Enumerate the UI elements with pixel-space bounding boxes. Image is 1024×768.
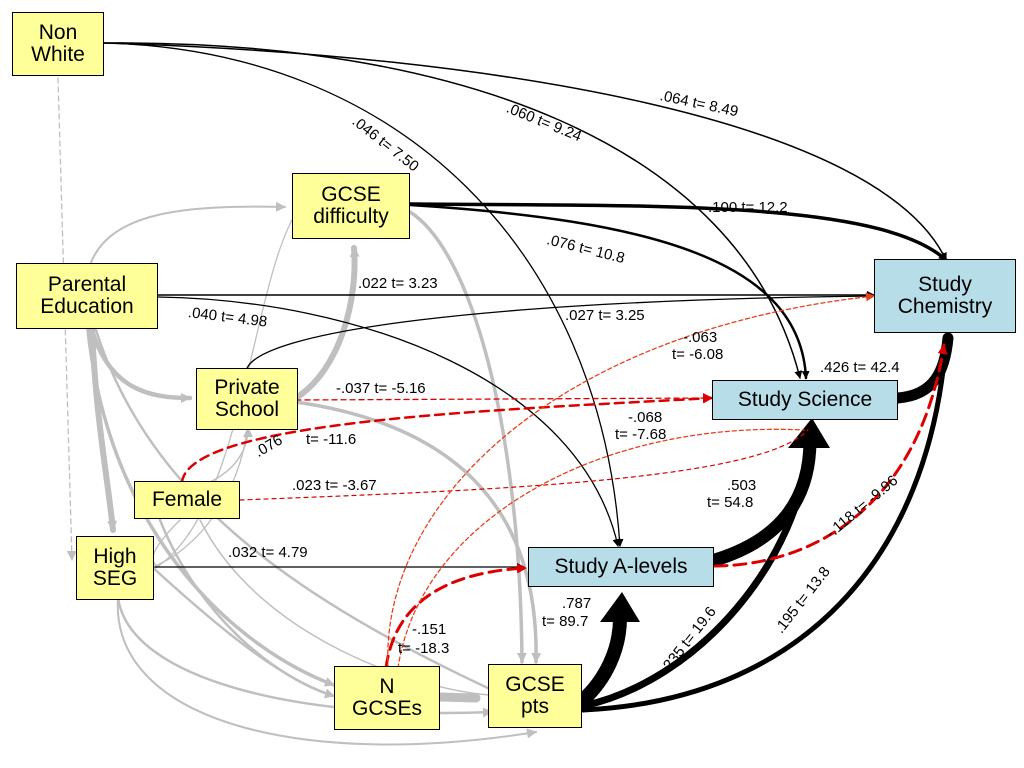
edge-nonwhite-alevels	[103, 42, 624, 547]
edge-ngcses-gcsepts	[435, 692, 481, 703]
label-ngcses-alevels-b: t= -18.3	[398, 640, 450, 657]
negative-paths	[180, 292, 948, 670]
label-female-science-weak: .023 t= -3.67	[292, 477, 377, 494]
edge-nonwhite-highseg	[57, 77, 77, 561]
edge-ngcses-chemistry	[387, 292, 875, 669]
edge-pe-difficulty	[89, 201, 286, 266]
label-ngcses-alevels-a: -.151	[412, 621, 447, 638]
label-female-private-b: t= -11.6	[306, 431, 357, 448]
node-n-gcses: N GCSEs	[334, 666, 440, 730]
label-alevels-science-a: .503	[727, 477, 757, 494]
node-study-alevels: Study A-levels	[528, 547, 714, 587]
edge-alevels-chemistry	[713, 343, 948, 568]
edge-ngcses-alevels	[384, 563, 528, 670]
node-gcse-difficulty: GCSE difficulty	[292, 173, 410, 239]
node-non-white: Non White	[12, 12, 104, 76]
label-pe-chemistry: .022 t= 3.23	[358, 275, 438, 292]
edge-pe-gcsepts	[94, 328, 494, 692]
label-ngcses-chemistry-a: -.063	[683, 329, 718, 346]
label-highseg-alevels: .032 t= 4.79	[228, 544, 308, 561]
node-private-school: Private School	[196, 368, 298, 430]
label-difficulty-chemistry: .100 t= 12.2	[708, 199, 788, 216]
label-science-chemistry: .426 t= 42.4	[820, 359, 900, 376]
edge-private-gcsepts	[294, 400, 542, 664]
edge-private-science	[295, 393, 713, 404]
label-gcsepts-alevels-a: .787	[562, 595, 592, 612]
edge-pe-ngcses	[86, 328, 336, 687]
node-high-seg: High SEG	[76, 536, 154, 600]
label-female-science-a: -.068	[628, 409, 663, 426]
edge-nonwhite-science	[103, 42, 803, 379]
edge-gcsepts-alevels	[576, 611, 627, 707]
edge-pe-private	[89, 327, 193, 403]
label-ngcses-chemistry-b: t= -6.08	[672, 346, 724, 363]
control-paths	[57, 77, 542, 746]
edge-female-science-strong	[180, 393, 714, 484]
arrowhead-alevels-science	[788, 418, 830, 448]
edge-difficulty-chemistry	[408, 202, 948, 262]
edge-female-gcsepts	[199, 519, 491, 696]
node-study-chemistry: Study Chemistry	[874, 259, 1016, 333]
edge-difficulty-science	[408, 203, 810, 380]
label-alevels-science-b: t= 54.8	[707, 494, 754, 511]
positive-paths	[103, 42, 954, 713]
edge-highseg-gcsepts-low	[116, 597, 537, 746]
edge-highseg-ngcses	[148, 563, 336, 698]
edge-gcsepts-science	[579, 436, 814, 710]
edge-female-science-weak	[239, 429, 809, 501]
edge-female-highseg	[152, 519, 181, 566]
edge-private-chemistry	[245, 295, 875, 373]
label-private-chemistry: .027 t= 3.25	[565, 307, 645, 324]
edge-nonwhite-chemistry	[103, 42, 947, 261]
edge-ngcses-science	[397, 428, 805, 669]
label-female-science-b: t= -7.68	[615, 426, 667, 443]
node-study-science: Study Science	[712, 380, 898, 420]
edge-gcsepts-chemistry	[580, 337, 950, 713]
arrowhead-gcsepts-alevels	[600, 592, 640, 622]
label-gcsepts-alevels-b: t= 89.7	[542, 613, 589, 630]
node-parental-education: Parental Education	[16, 263, 158, 329]
node-gcse-pts: GCSE pts	[488, 664, 582, 728]
node-female: Female	[134, 481, 240, 519]
label-private-science: -.037 t= -5.16	[336, 380, 426, 397]
